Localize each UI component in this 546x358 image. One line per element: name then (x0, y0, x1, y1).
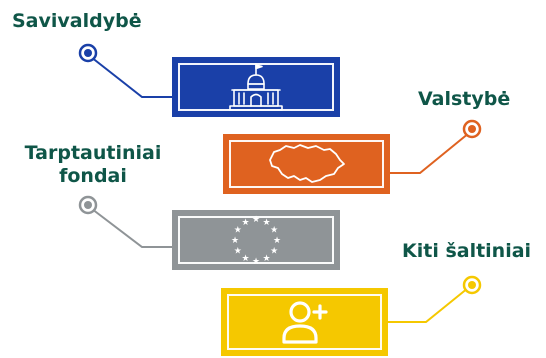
connector-kiti (388, 287, 469, 323)
lithuania-map-icon (268, 144, 345, 183)
town-hall-icon (229, 63, 283, 111)
svg-text:★: ★ (262, 254, 270, 264)
svg-text:★: ★ (270, 247, 278, 257)
card-tarptautiniai: ★ ★ ★ ★ ★ ★ ★ ★ ★ ★ ★ ★ (172, 210, 340, 270)
svg-text:★: ★ (262, 218, 270, 228)
svg-text:★: ★ (234, 226, 242, 236)
add-user-icon (281, 301, 328, 344)
svg-text:★: ★ (252, 215, 260, 225)
svg-text:★: ★ (241, 218, 249, 228)
label-tarptautiniai-fondai: Tarptautiniai fondai (8, 142, 178, 188)
svg-text:★: ★ (252, 257, 260, 267)
label-kiti-saltiniai: Kiti šaltiniai (402, 240, 532, 262)
svg-text:★: ★ (241, 254, 249, 264)
label-valstybe: Valstybė (418, 88, 511, 110)
label-tarptautiniai-line2: fondai (59, 165, 127, 187)
card-savivaldybe (172, 57, 340, 117)
svg-text:★: ★ (231, 236, 239, 246)
eu-stars-icon: ★ ★ ★ ★ ★ ★ ★ ★ ★ ★ ★ ★ (231, 215, 281, 267)
label-tarptautiniai-line1: Tarptautiniai (24, 142, 162, 164)
card-valstybe (223, 134, 390, 194)
svg-text:★: ★ (273, 236, 281, 246)
card-kiti (221, 288, 388, 356)
label-savivaldybe: Savivaldybė (12, 10, 142, 32)
svg-text:★: ★ (270, 226, 278, 236)
svg-text:★: ★ (234, 247, 242, 257)
connector-savivaldybe (90, 56, 172, 98)
connector-tarptautiniai (91, 208, 172, 248)
connector-valstybe (390, 132, 470, 174)
